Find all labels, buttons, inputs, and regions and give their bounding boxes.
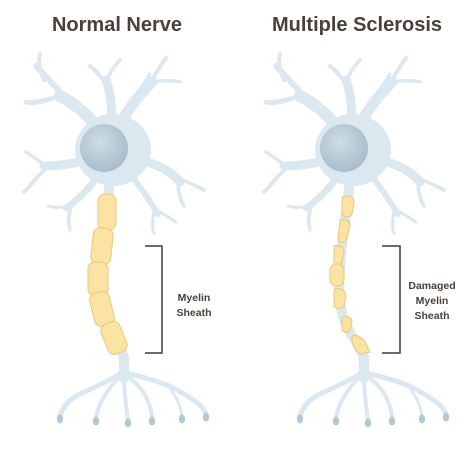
myelin-sheath-label-line-2: Sheath <box>176 307 212 319</box>
myelin-sheath-label-line-1: Myelin <box>177 292 211 304</box>
myelin-sheath-label: Myelin Sheath <box>168 291 220 321</box>
ms-damaged-myelin-sheath <box>329 195 371 355</box>
title-multiple-sclerosis: Multiple Sclerosis <box>271 14 443 36</box>
damaged-label-line-1: Damaged <box>408 280 456 292</box>
ms-neuron <box>264 54 449 428</box>
damaged-label-line-3: Sheath <box>414 310 450 322</box>
damaged-label-line-2: Myelin <box>415 295 449 307</box>
normal-myelin-sheath <box>87 193 128 355</box>
normal-neuron <box>24 54 209 428</box>
damaged-myelin-sheath-label: Damaged Myelin Sheath <box>404 279 460 324</box>
normal-bracket <box>145 245 163 354</box>
ms-bracket <box>382 245 401 354</box>
title-normal-nerve: Normal Nerve <box>51 14 183 36</box>
